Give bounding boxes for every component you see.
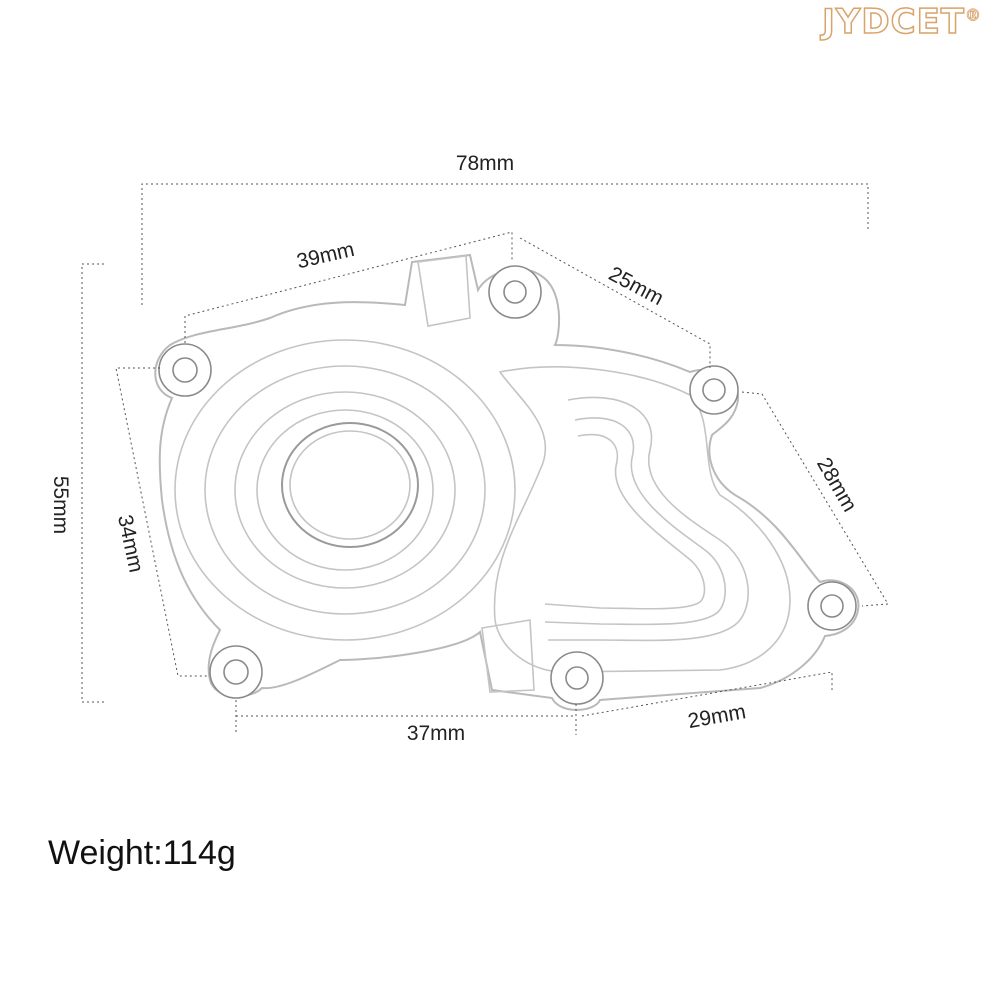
center-bore-lip	[289, 430, 411, 540]
screw-right-bottom	[807, 581, 857, 631]
screw-right-top	[689, 365, 739, 415]
weight-text: Weight:114g	[48, 834, 236, 873]
left-dome-ring-inner	[234, 391, 456, 589]
screw-right-top-head	[702, 378, 726, 402]
label-top-right-edge: 25mm	[605, 262, 667, 310]
left-dome-ring-outer	[174, 339, 516, 641]
hole-bottom-bore	[565, 666, 589, 690]
hole-bottom	[550, 651, 604, 705]
dim-line-29mm	[581, 671, 833, 717]
dim-line-39mm	[184, 231, 513, 343]
s-rib-3	[544, 433, 706, 610]
label-overall-width: 78mm	[456, 152, 514, 175]
screw-top-left-head	[172, 357, 198, 383]
dim-line-overall-width	[141, 183, 869, 305]
s-rib-1	[548, 396, 749, 642]
top-tab	[417, 255, 471, 327]
brand-logo: JYDCET®	[821, 1, 982, 43]
screw-bottom-left-head	[223, 659, 249, 685]
dim-line-28mm	[741, 391, 889, 607]
label-bottom-left: 37mm	[407, 722, 465, 745]
weight-label: Weight:	[48, 834, 163, 872]
brand-name: JYDCET	[821, 1, 965, 43]
hole-top-bore	[503, 280, 527, 304]
left-dome-ring-core	[256, 409, 434, 571]
bottom-tab	[481, 619, 535, 693]
left-dome-ring-mid	[204, 365, 486, 615]
weight-value: 114g	[162, 834, 236, 872]
part-outline	[154, 253, 860, 711]
registered-mark: ®	[965, 5, 982, 25]
dim-line-overall-height	[81, 263, 106, 703]
gearbox-cover-part	[154, 253, 860, 711]
s-rib-2	[544, 417, 726, 626]
label-right-edge: 28mm	[812, 454, 861, 516]
dim-line-34mm	[115, 367, 208, 677]
hole-top	[488, 265, 542, 319]
label-overall-height: 55mm	[49, 476, 72, 534]
label-left-edge: 34mm	[113, 513, 148, 575]
label-top-left-edge: 39mm	[295, 238, 357, 274]
dim-line-37mm	[235, 700, 577, 735]
dimension-lines	[81, 183, 889, 735]
screw-top-left	[158, 343, 212, 397]
center-bore	[281, 422, 419, 548]
screw-bottom-left	[209, 645, 263, 699]
screw-right-bottom-head	[820, 594, 844, 618]
label-bottom-right: 29mm	[686, 700, 747, 733]
